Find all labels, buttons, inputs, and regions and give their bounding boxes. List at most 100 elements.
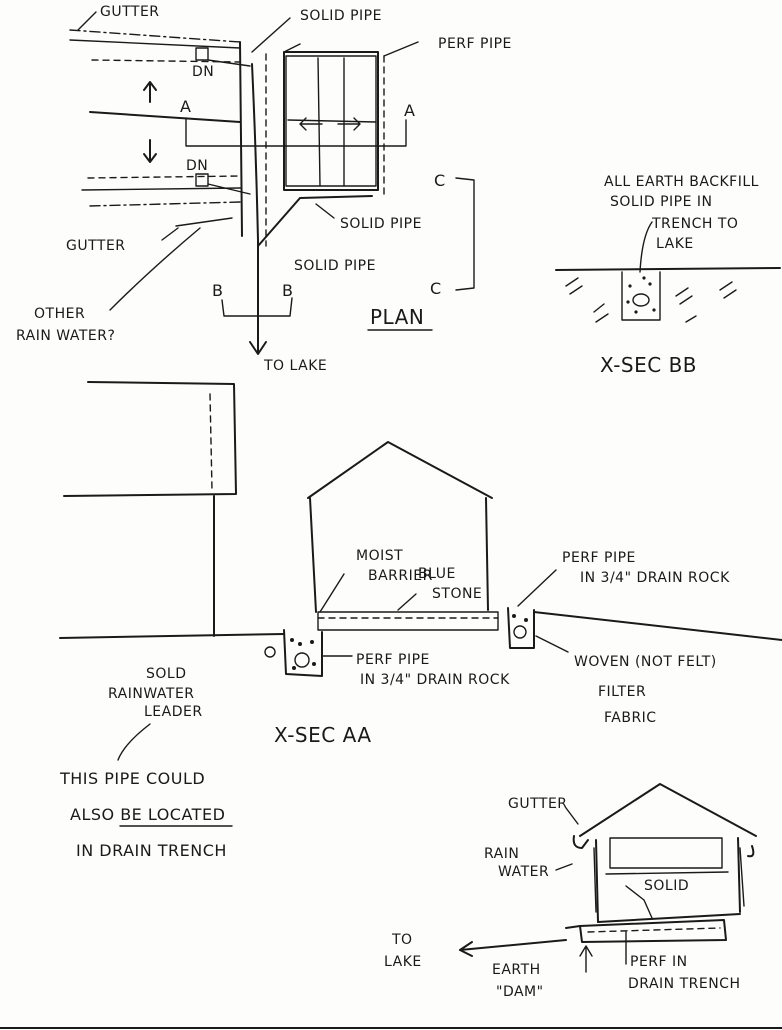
gutter-leader-line (77, 11, 97, 31)
label-moist: MOIST (356, 548, 403, 564)
shed-rafters (317, 57, 345, 187)
label-perf-right-1: PERF PIPE (562, 550, 636, 566)
label-detail-rain: RAIN (484, 846, 519, 862)
label-detail-dam: "DAM" (496, 984, 544, 1000)
label-barrier: BARRIER (368, 568, 433, 584)
note-line1: THIS PIPE COULD (59, 769, 205, 788)
detail-outlet-arrow (459, 941, 473, 957)
detail-gutters (572, 835, 755, 858)
ground-left (59, 633, 285, 639)
label-gutter-bottom: GUTTER (66, 238, 126, 254)
solid-pipe-leader-top (251, 17, 291, 53)
label-perf-left-1: PERF PIPE (356, 652, 430, 668)
label-bb-line3: TRENCH TO (651, 216, 738, 232)
bracket-b (221, 297, 293, 317)
solid-leader (625, 885, 653, 919)
pipe-bb (632, 293, 650, 307)
label-blue: BLUE (418, 566, 456, 582)
ridge-line (89, 111, 241, 123)
shed-walls (309, 497, 489, 613)
ground-line-bb (555, 267, 781, 271)
label-dn-bottom: DN (186, 158, 208, 174)
label-a-right: A (404, 101, 415, 120)
perf-pipe-right-aa (513, 625, 527, 639)
label-gutter-top: GUTTER (100, 4, 160, 20)
bracket-c (455, 177, 475, 291)
shed-arrow-left (299, 117, 323, 131)
house-edge (239, 41, 243, 237)
detail-walls (595, 837, 741, 923)
label-sold: SOLD (146, 666, 187, 682)
label-c-bottom: C (430, 279, 442, 298)
label-fabric: FABRIC (604, 710, 657, 726)
earth-hatch-bb (565, 277, 737, 323)
bluestone-leader (397, 593, 417, 611)
house-left-outline (63, 381, 237, 497)
label-detail-gutter: GUTTER (508, 796, 568, 812)
label-perf-right-2: IN 3/4" DRAIN ROCK (580, 570, 730, 586)
bb-leader (639, 221, 653, 273)
roof-edge-bottom (87, 175, 241, 179)
section-bb: ALL EARTH BACKFILL SOLID PIPE IN TRENCH … (555, 174, 781, 377)
slope-arrow-up (143, 81, 157, 103)
detail-section: GUTTER RAIN WATER SOLID TO LAKE EARTH "D… (384, 783, 757, 1000)
trench-bb (621, 271, 661, 321)
note: THIS PIPE COULD ALSO BE LOCATED IN DRAIN… (59, 769, 233, 860)
detail-roof (579, 783, 757, 837)
detail-downspouts (593, 847, 745, 913)
label-plan: PLAN (370, 305, 424, 329)
shed-arrow-right (337, 117, 361, 131)
label-solid-pipe-lower: SOLID PIPE (294, 258, 376, 274)
detail-floor (605, 871, 729, 875)
label-to-lake: TO LAKE (263, 358, 327, 374)
moist-leader (319, 573, 345, 613)
downspout-bottom (195, 173, 209, 187)
label-detail-water: WATER (498, 864, 549, 880)
label-stone: STONE (432, 586, 482, 602)
gutter-top (69, 29, 241, 43)
wall-bottom (81, 187, 241, 191)
rain-leader-line (117, 723, 151, 761)
other-rain-leader (109, 227, 201, 311)
solid-pipe-main (251, 63, 259, 331)
perf-pipe-left-aa (294, 652, 310, 668)
label-detail-solid: SOLID (644, 878, 689, 894)
downspout-top (195, 47, 209, 61)
gutter-bottom (89, 201, 241, 207)
wall-top (69, 39, 241, 49)
solid-pipe-leader-mid (315, 203, 335, 219)
label-rainwater: RAINWATER (108, 686, 195, 702)
label-other: OTHER (34, 306, 85, 322)
leader-bottom (207, 183, 251, 195)
section-aa: MOIST BARRIER BLUE STONE PERF PIPE IN 3/… (59, 381, 782, 761)
plan-view: GUTTER SOLID PIPE PERF PIPE DN DN A A C … (16, 4, 511, 374)
detail-trench (579, 919, 727, 943)
label-detail-trench: DRAIN TRENCH (628, 976, 740, 992)
dam-arrow (579, 945, 593, 973)
label-rain-water: RAIN WATER? (16, 328, 115, 344)
perf-right-leader (517, 569, 557, 607)
label-detail-to: TO (391, 932, 413, 948)
detail-solid-pipe (597, 913, 741, 923)
label-dn-top: DN (192, 64, 214, 80)
label-detail-perf: PERF IN (630, 954, 688, 970)
perf-leader (283, 41, 419, 57)
leader-top (207, 59, 251, 67)
detail-outlet (459, 925, 581, 951)
detail-perf-pipe (587, 927, 721, 933)
house-left-dashed (209, 393, 213, 491)
label-a-left: A (180, 97, 191, 116)
shed-plan (283, 51, 379, 191)
label-b-left: B (212, 281, 223, 300)
label-detail-lake: LAKE (384, 954, 422, 970)
label-woven: WOVEN (NOT FELT) (574, 654, 717, 670)
label-xsec-aa: X-SEC AA (274, 723, 372, 747)
label-detail-earth: EARTH (492, 962, 541, 978)
rain-leader-pipe (264, 646, 276, 658)
label-bb-line2: SOLID PIPE IN (610, 194, 712, 210)
detail-window (609, 837, 723, 869)
label-leader: LEADER (144, 704, 203, 720)
note-line2: ALSO BE LOCATED (70, 805, 225, 824)
